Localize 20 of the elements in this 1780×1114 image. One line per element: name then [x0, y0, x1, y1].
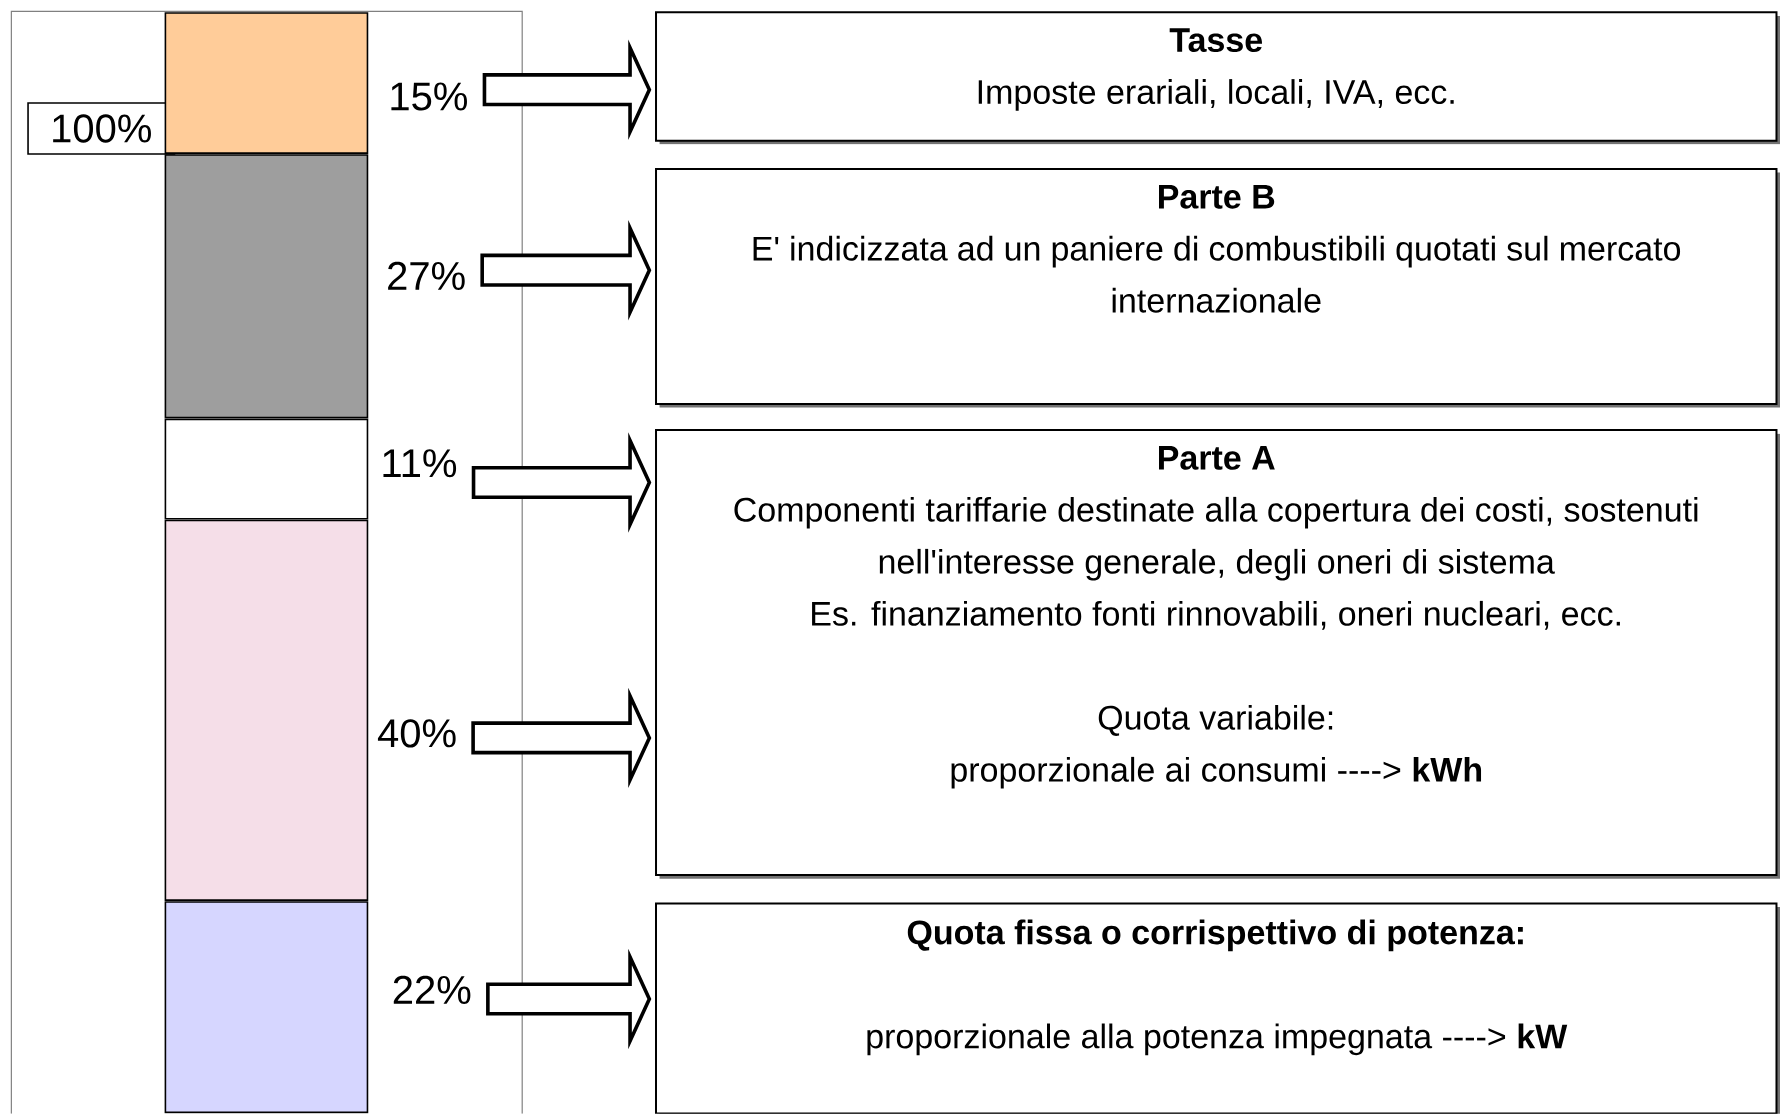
percentage-label: 11%: [383, 449, 457, 478]
block-arrow: [482, 39, 652, 141]
block-arrow: [471, 687, 652, 789]
bar-segment: [164, 519, 369, 902]
text-box: Tasse Imposte erariali, locali, IVA, ecc.: [655, 11, 1780, 145]
bar-segment: [164, 901, 369, 1114]
percentage-label: 15%: [391, 82, 467, 111]
text-box: Quota fissa o corrispettivo di potenza: proporzionale alla potenza impegnata ----> kW: [655, 902, 1780, 1114]
block-arrow: [486, 948, 652, 1050]
percentage-label: 40%: [377, 719, 456, 748]
bar-segment: [164, 154, 369, 419]
value-box: 100%: [27, 102, 176, 156]
percentage-label: 27%: [388, 261, 465, 291]
text-box: Parte B E' indicizzata ad un paniere di combustibili quotati sul mercato internazionale: [655, 168, 1780, 408]
bar-segment: [164, 12, 369, 155]
block-arrow: [480, 220, 652, 321]
block-arrow: [471, 432, 652, 533]
bar-segment: [164, 418, 369, 520]
percentage-label: 22%: [393, 976, 471, 1005]
text-box: Parte A Componenti tariffarie destinate alla copertura dei costi, sostenuti nell'interesse generale, degli oneri di sistema Es. finanziamento fonti rinnovabili, oneri nucleari, ecc. Quota variabile: proporzionale ai consumi ----> kWh: [655, 429, 1780, 879]
